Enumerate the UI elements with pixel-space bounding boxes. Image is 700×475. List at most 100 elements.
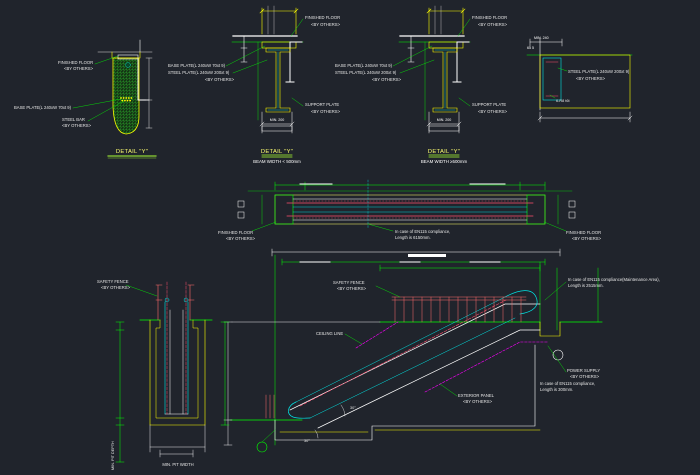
pit-depth-dimension [115, 321, 125, 463]
detail2-steel-plate-label: STEEL PLATE(L 240xW 200xt 9) [168, 70, 230, 75]
right-handrail-profile [183, 297, 189, 303]
steel-bar-dot [130, 97, 133, 99]
upper-landing-pit [526, 194, 546, 225]
truss-section-lines [164, 301, 189, 415]
embed-edge-dimension: 65 5 [527, 46, 534, 50]
ceiling-line-label: CEILING LINE [316, 331, 343, 336]
embed-min-dimension: MIN. 240 [534, 36, 549, 40]
elevation-safety-fence-note: <BY OTHERS> [337, 286, 367, 291]
detail3-support-plate-label: SUPPORT PLATE [472, 102, 506, 107]
handrail-dash-lines [292, 200, 528, 219]
step-lines [292, 206, 528, 213]
lower-fence-posts [265, 394, 275, 419]
detail2-support-plate-note: <BY OTHERS> [311, 109, 341, 114]
right-marker-lower [568, 211, 576, 219]
detail1-finished-floor-note: <BY OTHERS> [64, 66, 94, 71]
detail1-steel-bar-note: <BY OTHERS> [62, 123, 92, 128]
pit-floor-lines [279, 429, 541, 433]
exterior-panel-note: <BY OTHERS> [463, 399, 493, 404]
angle-arcs [314, 404, 346, 439]
pit-inner-walls [155, 319, 199, 419]
detail2-beam-width: BEAM WIDTH < 500mm [253, 159, 301, 164]
balustrade-lines [292, 198, 528, 221]
detail3-support-plate-note: <BY OTHERS> [478, 109, 508, 114]
left-marker-lower [237, 211, 245, 219]
side-elevation [223, 248, 603, 453]
power-supply-label: POWER SUPPLY [567, 368, 600, 373]
pit-width-dimension [149, 424, 206, 458]
detail1-steel-bar-label: STEEL BAR [62, 117, 85, 122]
anchor-bars [545, 61, 559, 97]
vertical-reference-lines [274, 254, 599, 446]
steel-bar-dot [129, 99, 132, 102]
ceiling-line [355, 321, 399, 349]
pit-depth-label: MIN. PIT DEPTH [111, 441, 115, 470]
detail-y-1 [72, 39, 157, 159]
steel-bar-dot [125, 97, 128, 99]
steel-bar-dot [126, 99, 129, 102]
detail3-min-dimension: MIN. 200 [437, 118, 452, 122]
power-supply-note: <BY OTHERS> [570, 374, 600, 379]
plan-right-floor-note: <BY OTHERS> [572, 236, 602, 241]
lower-pit-outline [274, 344, 536, 441]
handrail-line [299, 299, 507, 407]
concrete-pocket [112, 57, 140, 135]
support-angle [137, 58, 150, 101]
steel-bar-dot [121, 99, 124, 102]
detail3-beam-width: BEAM WIDTH ≥500mm [421, 159, 468, 164]
label-leaders [72, 55, 125, 122]
right-dimension [145, 57, 153, 129]
upper-handrail-loop [504, 290, 538, 315]
steel-bar-dot [124, 99, 126, 102]
detail2-min-dimension: MIN. 200 [270, 118, 285, 122]
base-plate [117, 54, 139, 60]
overall-length-dimension [271, 248, 561, 257]
detail2-finished-floor-label: FINISHED FLOOR [305, 15, 340, 20]
steel-bar-dot [122, 97, 125, 99]
upper-angle-label: 30° [350, 406, 356, 410]
pit-outer-walls [149, 319, 206, 426]
elevation-en115-length: Length is 300mm. [540, 387, 573, 392]
detail2-finished-floor-note: <BY OTHERS> [311, 22, 341, 27]
detail1-title: DETAIL "Y" [116, 149, 148, 155]
plan-en115-length: Length is 6150mm. [395, 235, 431, 240]
plan-en115-note: In case of EN115 compliance, [395, 229, 450, 234]
elevation-en115-note: In case of EN115 compliance, [540, 381, 595, 386]
detail-y-2 [225, 5, 304, 158]
bottom-dimension [537, 111, 633, 123]
safety-fence-posts [394, 296, 522, 323]
balustrade-section-lines [164, 309, 189, 415]
embed-steel-plate-note: <BY OTHERS> [576, 76, 606, 81]
pit-cross-section [115, 281, 230, 463]
steel-bar-dots [120, 97, 133, 102]
plan-left-floor-label: FINISHED FLOOR [218, 230, 253, 235]
steel-bar-dot [120, 97, 122, 99]
section-safety-fence [155, 284, 195, 321]
slab-outline [539, 54, 631, 109]
handrail-lines [286, 202, 534, 217]
right-height-dimension [220, 321, 230, 426]
truss-outline [289, 303, 541, 429]
upper-dimension [379, 264, 541, 272]
anchor-bolt [125, 62, 131, 68]
plan-left-floor-note: <BY OTHERS> [226, 236, 256, 241]
maintenance-area-length: Length is 2515mm. [568, 283, 604, 288]
section-safety-fence-label: SAFETY FENCE [97, 279, 129, 284]
detail2-plate-note: <BY OTHERS> [205, 77, 235, 82]
truss-inner-lines [295, 296, 516, 419]
label-leaders [549, 67, 568, 99]
detail2-base-plate-label: BASE PLATE(L 240xW 70xt 9) [168, 63, 226, 68]
upper-pit [539, 321, 561, 337]
escalator-outline [274, 194, 546, 225]
plan-right-floor-label: FINISHED FLOOR [566, 230, 601, 235]
plan-view [237, 179, 576, 232]
embedded-steel-plate [542, 57, 562, 101]
lower-handrail-loop [288, 401, 311, 419]
elevation-leaders [261, 281, 567, 443]
detail3-finished-floor-label: FINISHED FLOOR [472, 15, 507, 20]
embed-anchor-label: 6-R8 t6t [556, 99, 570, 103]
min-240-dimension [529, 38, 563, 47]
height-dimension [223, 321, 381, 446]
